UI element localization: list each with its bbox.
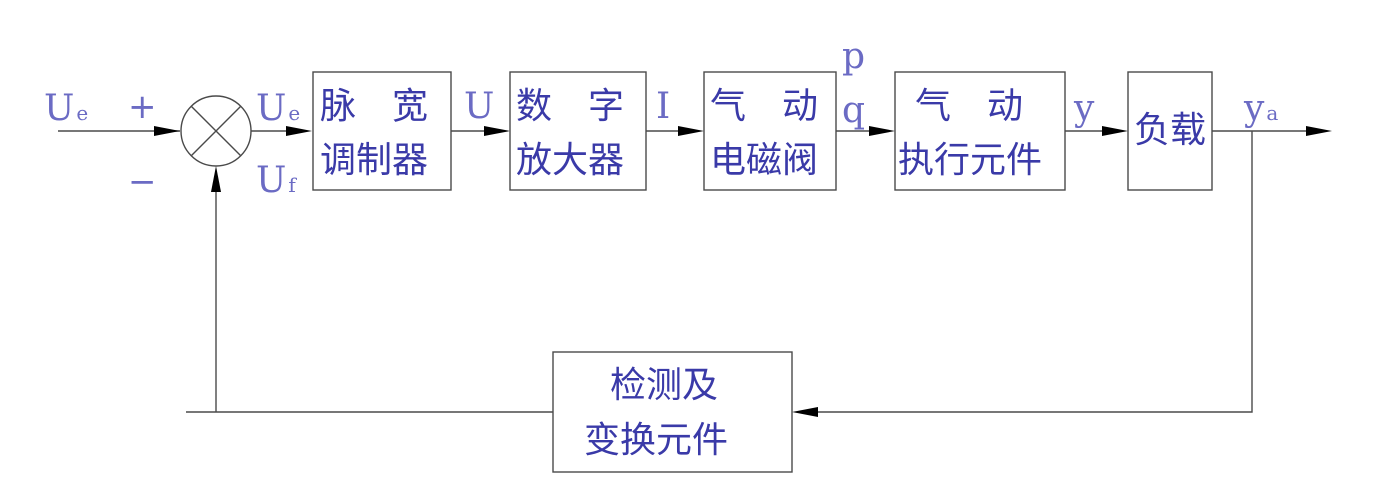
arrow-into-feedback-block xyxy=(792,407,818,417)
feedback-return-line xyxy=(810,131,1253,413)
valve-label-2: 电磁阀 xyxy=(710,140,818,181)
actuator-label-2: 执行元件 xyxy=(898,140,1042,181)
flow-signal-label: q xyxy=(842,90,865,131)
summing-junction xyxy=(180,95,252,167)
arrow-into-valve xyxy=(678,126,704,136)
amplifier-label-1: 数 字 xyxy=(516,86,624,127)
feedback-label-2: 变换元件 xyxy=(584,420,728,461)
arrow-feedback-up xyxy=(211,166,221,192)
feedback-label-1: 检测及 xyxy=(610,365,718,406)
arrow-into-amplifier xyxy=(484,126,510,136)
minus-sign: − xyxy=(128,162,157,202)
plus-sign: + xyxy=(128,87,157,127)
load-block xyxy=(1127,71,1213,191)
digital-amplifier-block xyxy=(509,71,647,191)
load-label: 负载 xyxy=(1134,110,1206,151)
displacement-signal-label: y xyxy=(1073,88,1095,129)
arrow-output xyxy=(1306,126,1332,136)
feedback-block xyxy=(552,351,793,473)
pwm-block xyxy=(312,71,452,191)
valve-label-1: 气 动 xyxy=(710,86,818,127)
solenoid-valve-block xyxy=(703,71,837,191)
actuator-label-1: 气 动 xyxy=(915,86,1023,127)
voltage-signal-label: U xyxy=(464,86,494,127)
pneumatic-actuator-block xyxy=(894,71,1066,191)
arrow-into-junction xyxy=(154,126,180,136)
current-signal-label: I xyxy=(656,86,670,127)
arrow-into-actuator xyxy=(869,126,895,136)
arrow-into-pwm xyxy=(286,126,312,136)
pwm-label-1: 脉 宽 xyxy=(320,86,428,127)
pwm-label-2: 调制器 xyxy=(320,140,428,181)
arrow-into-load xyxy=(1102,126,1128,136)
amplifier-label-2: 放大器 xyxy=(516,140,624,181)
pressure-signal-label: p xyxy=(842,36,865,77)
